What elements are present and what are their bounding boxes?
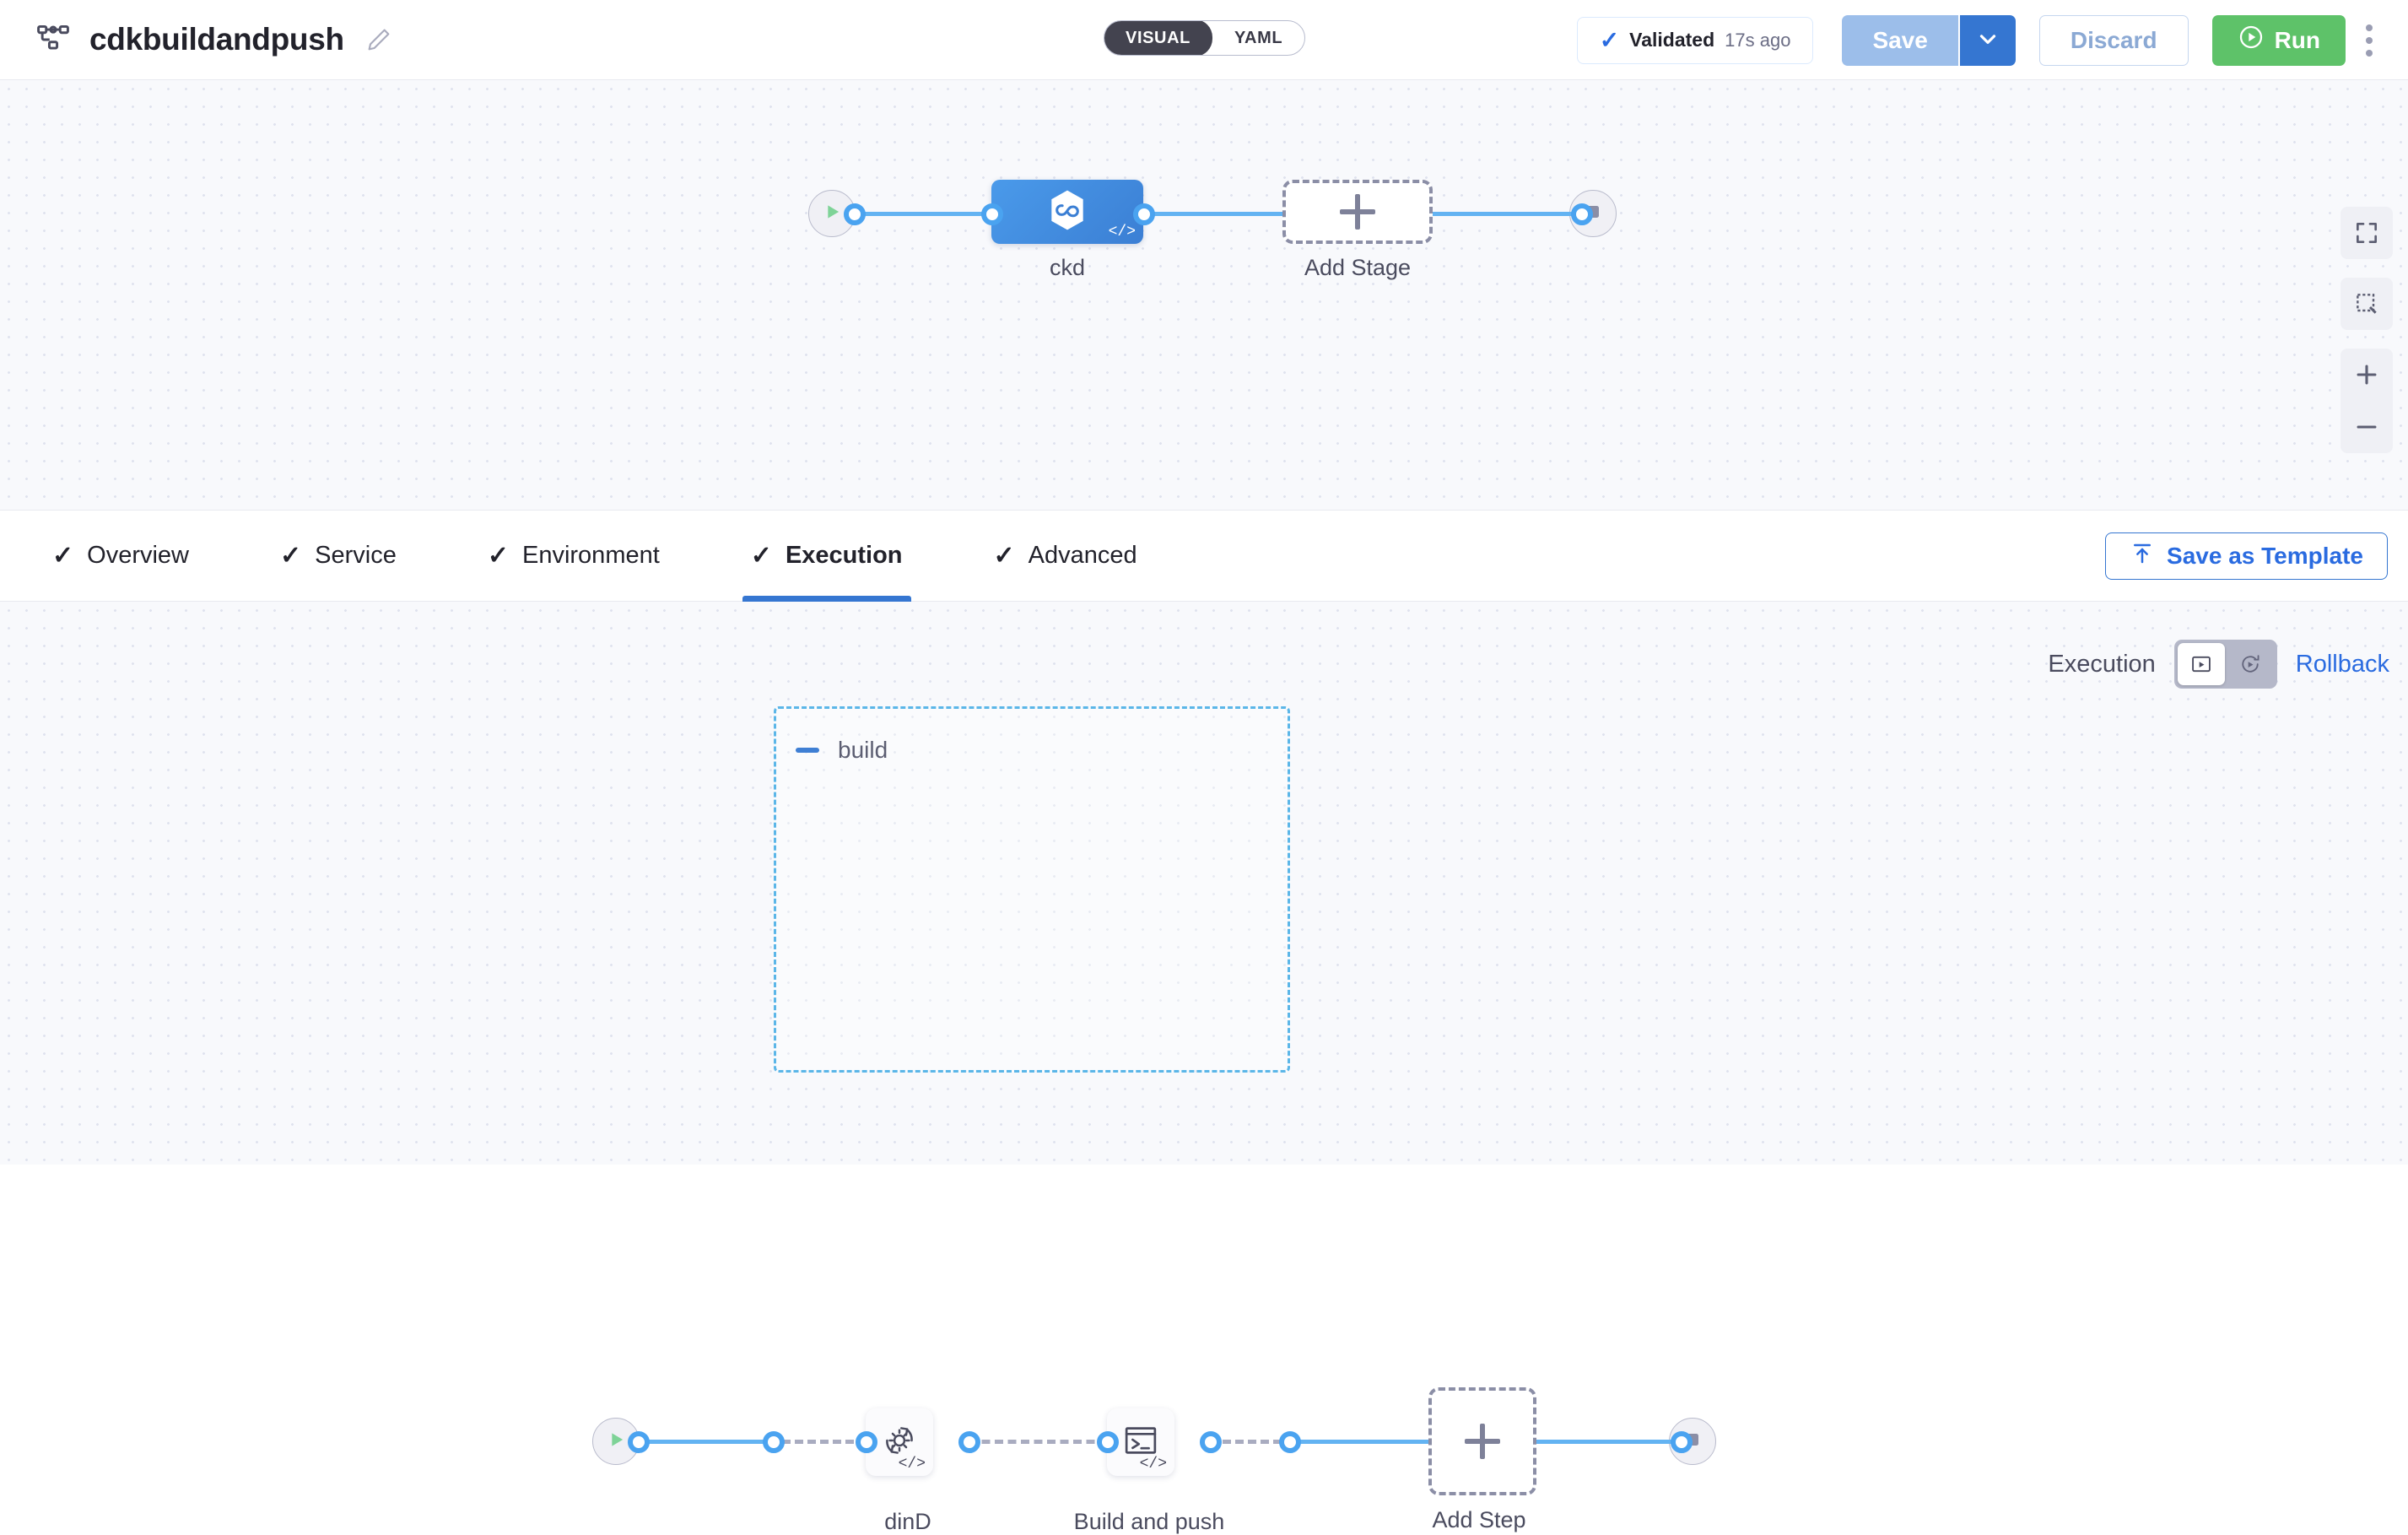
save-as-template-button[interactable]: Save as Template [2105, 532, 2388, 580]
mode-option-yaml[interactable]: YAML [1234, 28, 1283, 47]
edge-group-to-dind [782, 1440, 867, 1444]
fit-to-screen-icon[interactable] [2341, 207, 2393, 259]
check-icon: ✓ [1599, 26, 1620, 53]
save-dropdown-button[interactable] [1957, 14, 2016, 66]
step-group-label: build [838, 737, 888, 763]
minus-icon[interactable] [796, 748, 819, 753]
canvas-controls[interactable] [2341, 207, 2393, 453]
stage-node-label-ckd: ckd [1049, 255, 1086, 280]
port-ckd-in[interactable] [981, 203, 1003, 225]
save-as-template-label: Save as Template [2167, 543, 2363, 569]
zoom-out-icon[interactable] [2341, 401, 2393, 453]
marquee-select-icon[interactable] [2341, 278, 2393, 330]
pipeline-nodes-icon [34, 20, 73, 59]
validated-label: Validated [1629, 29, 1715, 51]
edge-addstep-to-end [1536, 1440, 1679, 1444]
zoom-controls[interactable] [2341, 349, 2393, 453]
mode-option-visual[interactable]: VISUAL [1104, 21, 1212, 55]
check-icon: ✓ [993, 542, 1015, 570]
validated-status-badge: ✓ Validated 17s ago [1576, 16, 1814, 64]
steps-graph-canvas[interactable]: build </> dinD [0, 602, 2408, 1534]
page-title: cdkbuildandpush [89, 22, 344, 57]
kebab-menu-icon[interactable] [2346, 15, 2393, 66]
add-step-button[interactable] [1428, 1387, 1536, 1495]
tab-service[interactable]: ✓ Service [272, 511, 405, 602]
port-group-in[interactable] [763, 1431, 785, 1453]
rollback-arrow-icon[interactable] [2227, 643, 2274, 685]
step-node-label-build-and-push: Build and push [1073, 1509, 1225, 1534]
tab-environment[interactable]: ✓ Environment [479, 511, 668, 602]
port-steps-start-out[interactable] [628, 1431, 650, 1453]
tab-execution[interactable]: ✓ Execution [742, 511, 911, 602]
stage-graph-canvas[interactable]: </> ckd Add Stage [0, 80, 2408, 511]
tab-label: Service [315, 542, 397, 569]
add-step-label: Add Step [1432, 1507, 1526, 1532]
tab-label: Overview [87, 542, 189, 569]
play-icon [604, 1428, 628, 1456]
port-ckd-out[interactable] [1133, 203, 1155, 225]
edge-ckd-to-addstage [1143, 212, 1282, 216]
port-dind-in[interactable] [856, 1431, 877, 1453]
execution-run-icon[interactable] [2177, 643, 2225, 685]
port-buildpush-in[interactable] [1097, 1431, 1119, 1453]
discard-button[interactable]: Discard [2038, 14, 2189, 66]
run-button[interactable]: Run [2211, 14, 2346, 66]
add-stage-label: Add Stage [1304, 255, 1412, 280]
port-steps-end-in[interactable] [1671, 1431, 1693, 1453]
port-start-out[interactable] [844, 203, 866, 225]
zoom-in-icon[interactable] [2341, 349, 2393, 401]
pipeline-tabs: ✓ Overview ✓ Service ✓ Environment ✓ Exe… [0, 511, 2408, 602]
play-circle-icon [2238, 24, 2265, 57]
port-buildpush-out[interactable] [1200, 1431, 1222, 1453]
save-button[interactable]: Save [1842, 14, 1958, 66]
header-actions: ✓ Validated 17s ago Save Discard [1576, 0, 2393, 80]
port-group-out[interactable] [1279, 1431, 1301, 1453]
check-icon: ✓ [280, 542, 302, 570]
tab-label: Advanced [1028, 542, 1137, 569]
rollback-label[interactable]: Rollback [2295, 650, 2389, 678]
tab-overview[interactable]: ✓ Overview [44, 511, 197, 602]
step-group-header[interactable]: build [796, 737, 888, 764]
edge-addstage-to-end [1432, 212, 1579, 216]
view-mode-toggle[interactable]: VISUAL YAML [1104, 20, 1306, 56]
code-badge: </> [1139, 1456, 1167, 1473]
save-button-group[interactable]: Save [1842, 14, 2016, 66]
edge-dind-to-buildpush [969, 1440, 1108, 1444]
play-icon [820, 200, 844, 228]
step-node-label-dind: dinD [884, 1509, 931, 1534]
edge-start-to-group [639, 1440, 782, 1444]
edge-group-to-addstep [1289, 1440, 1428, 1444]
harness-infinity-hexagon-icon [1044, 186, 1091, 238]
run-label: Run [2274, 26, 2320, 53]
execution-label: Execution [2048, 650, 2156, 678]
code-badge: </> [1108, 224, 1136, 241]
step-group-build[interactable] [774, 706, 1290, 1073]
tab-advanced[interactable]: ✓ Advanced [985, 511, 1146, 602]
exec-segmented-control[interactable] [2173, 640, 2277, 689]
chevron-down-icon [1975, 26, 2000, 54]
pencil-icon[interactable] [364, 25, 393, 54]
check-icon: ✓ [750, 542, 772, 570]
tab-label: Execution [785, 542, 903, 569]
top-header-bar: cdkbuildandpush VISUAL YAML ✓ Validated … [0, 0, 2408, 80]
edge-start-to-ckd [855, 212, 1015, 216]
upload-template-icon [2130, 541, 2155, 572]
check-icon: ✓ [487, 542, 509, 570]
port-end-in[interactable] [1571, 203, 1593, 225]
validated-timestamp: 17s ago [1725, 29, 1791, 51]
add-stage-button[interactable] [1282, 180, 1433, 244]
tab-label: Environment [521, 542, 660, 569]
port-dind-out[interactable] [958, 1431, 980, 1453]
execution-rollback-toggle[interactable]: Execution Rollback [2048, 640, 2389, 689]
stage-node-ckd[interactable]: </> [991, 180, 1143, 244]
check-icon: ✓ [52, 542, 74, 570]
code-badge: </> [898, 1456, 926, 1473]
